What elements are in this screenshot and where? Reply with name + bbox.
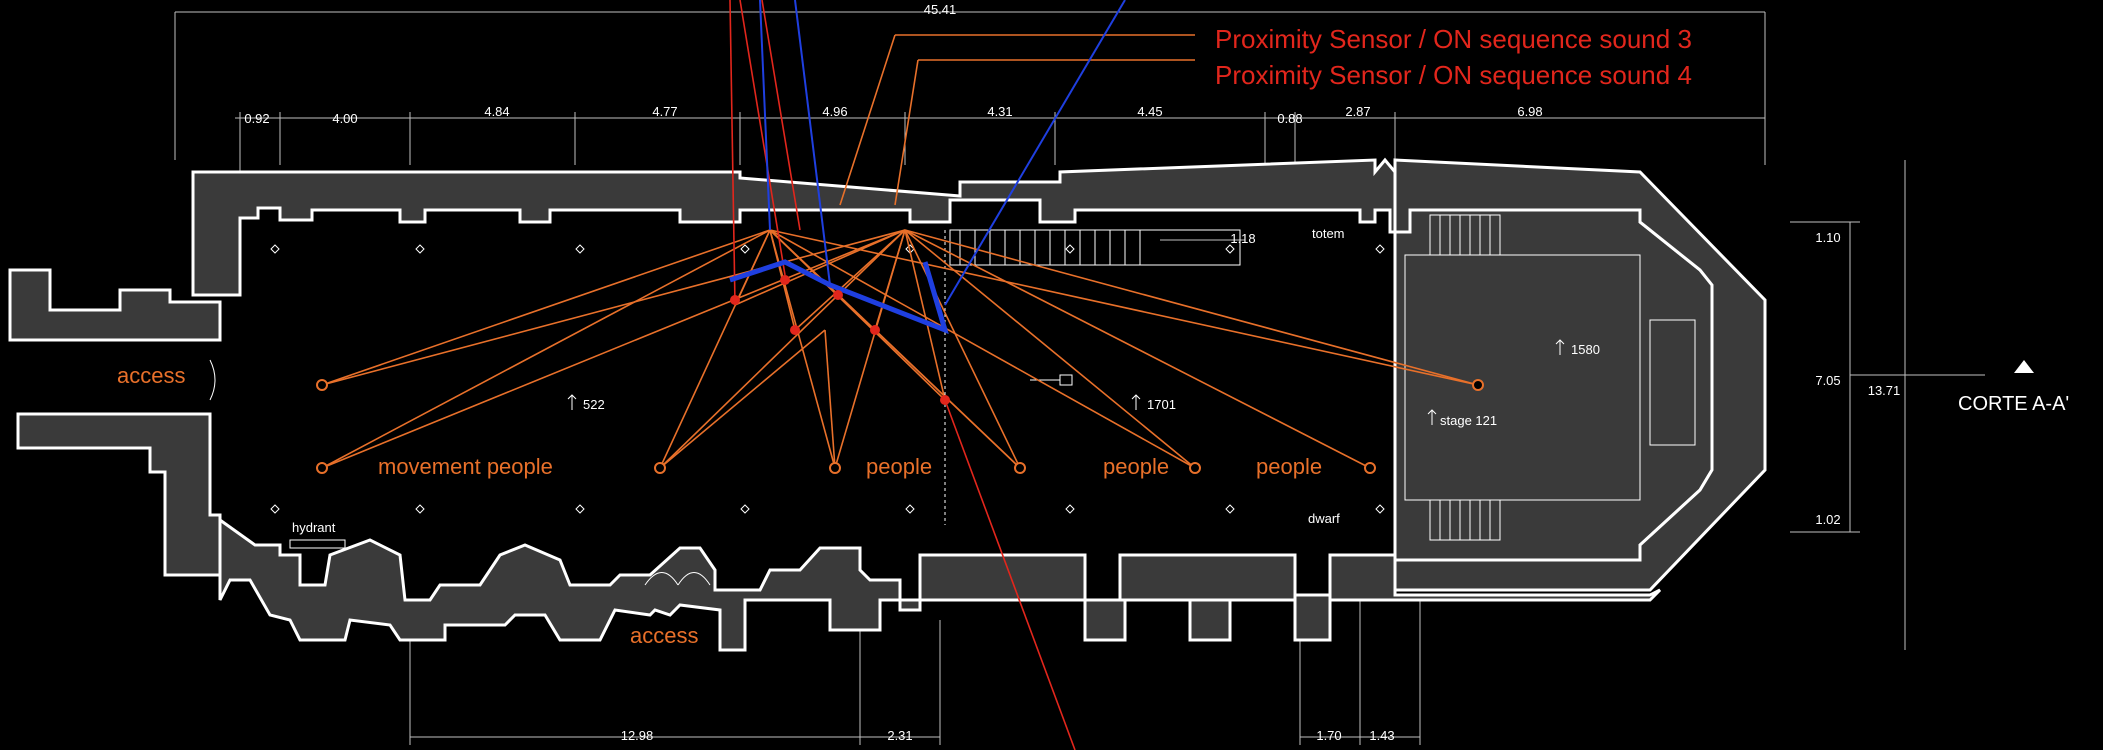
dim-bottom: 1.43 — [1369, 728, 1394, 743]
sensor-node — [870, 325, 880, 335]
level-522-label: 522 — [583, 397, 605, 412]
dim-overall: 45.41 — [924, 2, 957, 17]
wall-south-piers — [1083, 593, 1332, 642]
people-positions — [316, 379, 1484, 474]
wall-left-annex-upper — [8, 268, 222, 342]
person-marker — [1189, 462, 1201, 474]
dim-top: 4.96 — [822, 104, 847, 119]
wall-left-annex-lower — [16, 412, 222, 577]
red-rays — [729, 0, 1076, 750]
people-label: people — [1256, 454, 1322, 479]
access-left-label: access — [117, 363, 185, 388]
dwarf-label: dwarf — [1308, 511, 1340, 526]
dim-top: 4.45 — [1137, 104, 1162, 119]
sensor-node — [730, 295, 740, 305]
stage-label: stage 121 — [1440, 413, 1497, 428]
level-arrow-icon — [1555, 339, 1565, 355]
dim-inner: 1.18 — [1230, 231, 1255, 246]
dim-bottom: 2.31 — [887, 728, 912, 743]
dim-side-top: 1.10 — [1815, 230, 1840, 245]
dim-bottom: 1.70 — [1316, 728, 1341, 743]
dim-top: 4.31 — [987, 104, 1012, 119]
dim-top: 4.84 — [484, 104, 509, 119]
sensor-nodes — [730, 275, 950, 405]
dim-side-mid: 7.05 — [1815, 373, 1840, 388]
level-arrow-icon — [567, 394, 577, 410]
level-arrow-icon — [1427, 409, 1437, 425]
wall-east-apse — [1393, 158, 1767, 592]
person-marker — [1472, 379, 1484, 391]
movement-people-label: movement people — [378, 454, 553, 479]
person-marker — [829, 462, 841, 474]
dim-top: 2.87 — [1345, 104, 1370, 119]
person-marker — [1014, 462, 1026, 474]
section-label: CORTE A-A' — [1958, 393, 2069, 415]
people-label: people — [1103, 454, 1169, 479]
building-walls — [8, 157, 1767, 652]
person-marker — [316, 379, 328, 391]
dim-top: 4.00 — [332, 111, 357, 126]
dim-top: 0.88 — [1277, 111, 1302, 126]
dim-top: 0.92 — [244, 111, 269, 126]
interior-details — [209, 214, 1696, 586]
sensor-3-label: Proximity Sensor / ON sequence sound 3 — [1215, 24, 1692, 54]
level-arrow-icon — [1131, 394, 1141, 410]
dim-top: 4.77 — [652, 104, 677, 119]
access-bottom-label: access — [630, 623, 698, 648]
people-label: people — [866, 454, 932, 479]
hydrant-label: hydrant — [292, 520, 336, 535]
sensor-rays — [321, 34, 1479, 469]
sensor-4-label: Proximity Sensor / ON sequence sound 4 — [1215, 60, 1692, 90]
sensor-node — [833, 290, 843, 300]
sensor-node — [790, 325, 800, 335]
wall-north — [191, 157, 1714, 562]
dim-bottom: 12.98 — [621, 728, 654, 743]
person-marker — [654, 462, 666, 474]
person-marker — [316, 462, 328, 474]
blue-beams — [729, 0, 1126, 335]
totem-label: totem — [1312, 226, 1345, 241]
level-1580-label: 1580 — [1571, 342, 1600, 357]
dim-side-bottom: 1.02 — [1815, 512, 1840, 527]
section-marker-icon — [2014, 360, 2034, 373]
level-arrows — [567, 339, 1565, 425]
sensor-node — [940, 395, 950, 405]
dim-side-total: 13.71 — [1868, 383, 1901, 398]
person-marker — [1364, 462, 1376, 474]
dim-top: 6.98 — [1517, 104, 1542, 119]
wall-south — [218, 517, 1662, 652]
level-1701-label: 1701 — [1147, 397, 1176, 412]
sensor-node — [780, 275, 790, 285]
